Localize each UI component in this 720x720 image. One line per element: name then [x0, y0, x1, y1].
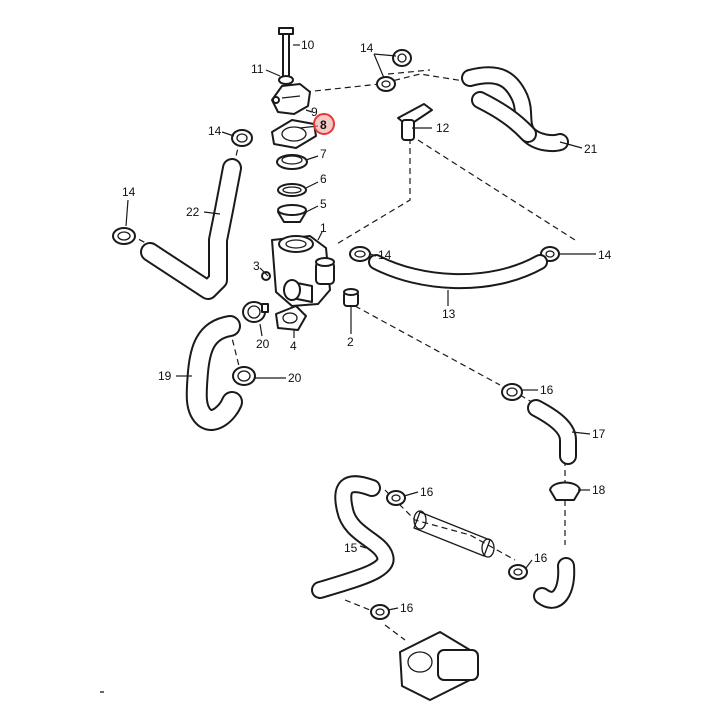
callout-4: 4: [290, 339, 297, 353]
callout-12: 12: [436, 121, 450, 135]
hose-elbow-lower: [533, 557, 576, 609]
clamp-20-upper: [242, 301, 269, 323]
callout-10: 10: [301, 38, 315, 52]
callout-11: 11: [251, 62, 264, 76]
callout-15: 15: [344, 541, 358, 555]
thermostat-5: [277, 204, 307, 223]
callout-14-top: 14: [360, 41, 374, 55]
callout-18: 18: [592, 483, 606, 497]
clamp-16-b: [386, 490, 406, 506]
component-center: [413, 510, 495, 558]
callout-17: 17: [592, 427, 606, 441]
callout-6: 6: [320, 172, 327, 186]
bracket-18: [549, 481, 581, 501]
hose-22: [140, 158, 242, 300]
callout-20-upper: 20: [256, 337, 270, 351]
callout-9: 9: [311, 105, 318, 119]
clamp-14-mid: [349, 246, 371, 262]
hose-13: [368, 254, 548, 290]
clamp-20-lower: [232, 366, 256, 386]
thermostat-housing-1: [271, 235, 335, 307]
callout-20-lower: 20: [288, 371, 302, 385]
clamp-16-d: [370, 604, 390, 620]
hose-19: [185, 315, 243, 431]
callout-7: 7: [320, 147, 327, 161]
callout-1: 1: [320, 221, 327, 235]
hose-15: [311, 475, 395, 599]
bolt-10: [278, 27, 294, 81]
screw-3: [261, 271, 271, 281]
gasket-8: [271, 119, 317, 149]
housing-cover-9: [271, 83, 311, 115]
clamp-14-top-a: [392, 49, 412, 67]
clamp-16-c: [508, 564, 528, 580]
callout-22: 22: [186, 205, 200, 219]
hose-17: [527, 399, 577, 465]
callout-5: 5: [320, 197, 327, 211]
callout-19: 19: [158, 369, 172, 383]
hose-21: [461, 66, 569, 152]
callout-2: 2: [347, 335, 354, 349]
nut-11: [278, 75, 294, 85]
seal-6: [277, 183, 307, 197]
gasket-4: [275, 305, 307, 331]
callout-13: 13: [442, 307, 456, 321]
callout-3: 3: [253, 259, 260, 273]
callout-16-b: 16: [420, 485, 434, 499]
callout-14-right: 14: [598, 248, 612, 262]
circulating-pump: [399, 631, 479, 701]
thermostat-7: [276, 154, 308, 170]
callout-21: 21: [584, 142, 598, 156]
callout-16-c: 16: [534, 551, 548, 565]
callout-14-left: 14: [122, 185, 136, 199]
clamp-14-top-b: [376, 76, 396, 92]
clamp-16-a: [501, 383, 523, 401]
callout-14-mid: 14: [378, 248, 392, 262]
fitting-2: [343, 288, 359, 307]
callout-8: 8: [320, 118, 327, 132]
callout-16-a: 16: [540, 383, 554, 397]
clamp-14-upper-left: [231, 129, 253, 147]
callout-16-d: 16: [400, 601, 414, 615]
highlight-part-8: [313, 113, 335, 135]
tee-fitting-12: [397, 103, 433, 141]
callout-14-upper-left: 14: [208, 124, 222, 138]
clamp-14-left: [112, 227, 136, 245]
callout-labels: 10 11 9 8 7 6 5 1 3 4 2 20 20 19 22 14 1…: [122, 38, 612, 615]
